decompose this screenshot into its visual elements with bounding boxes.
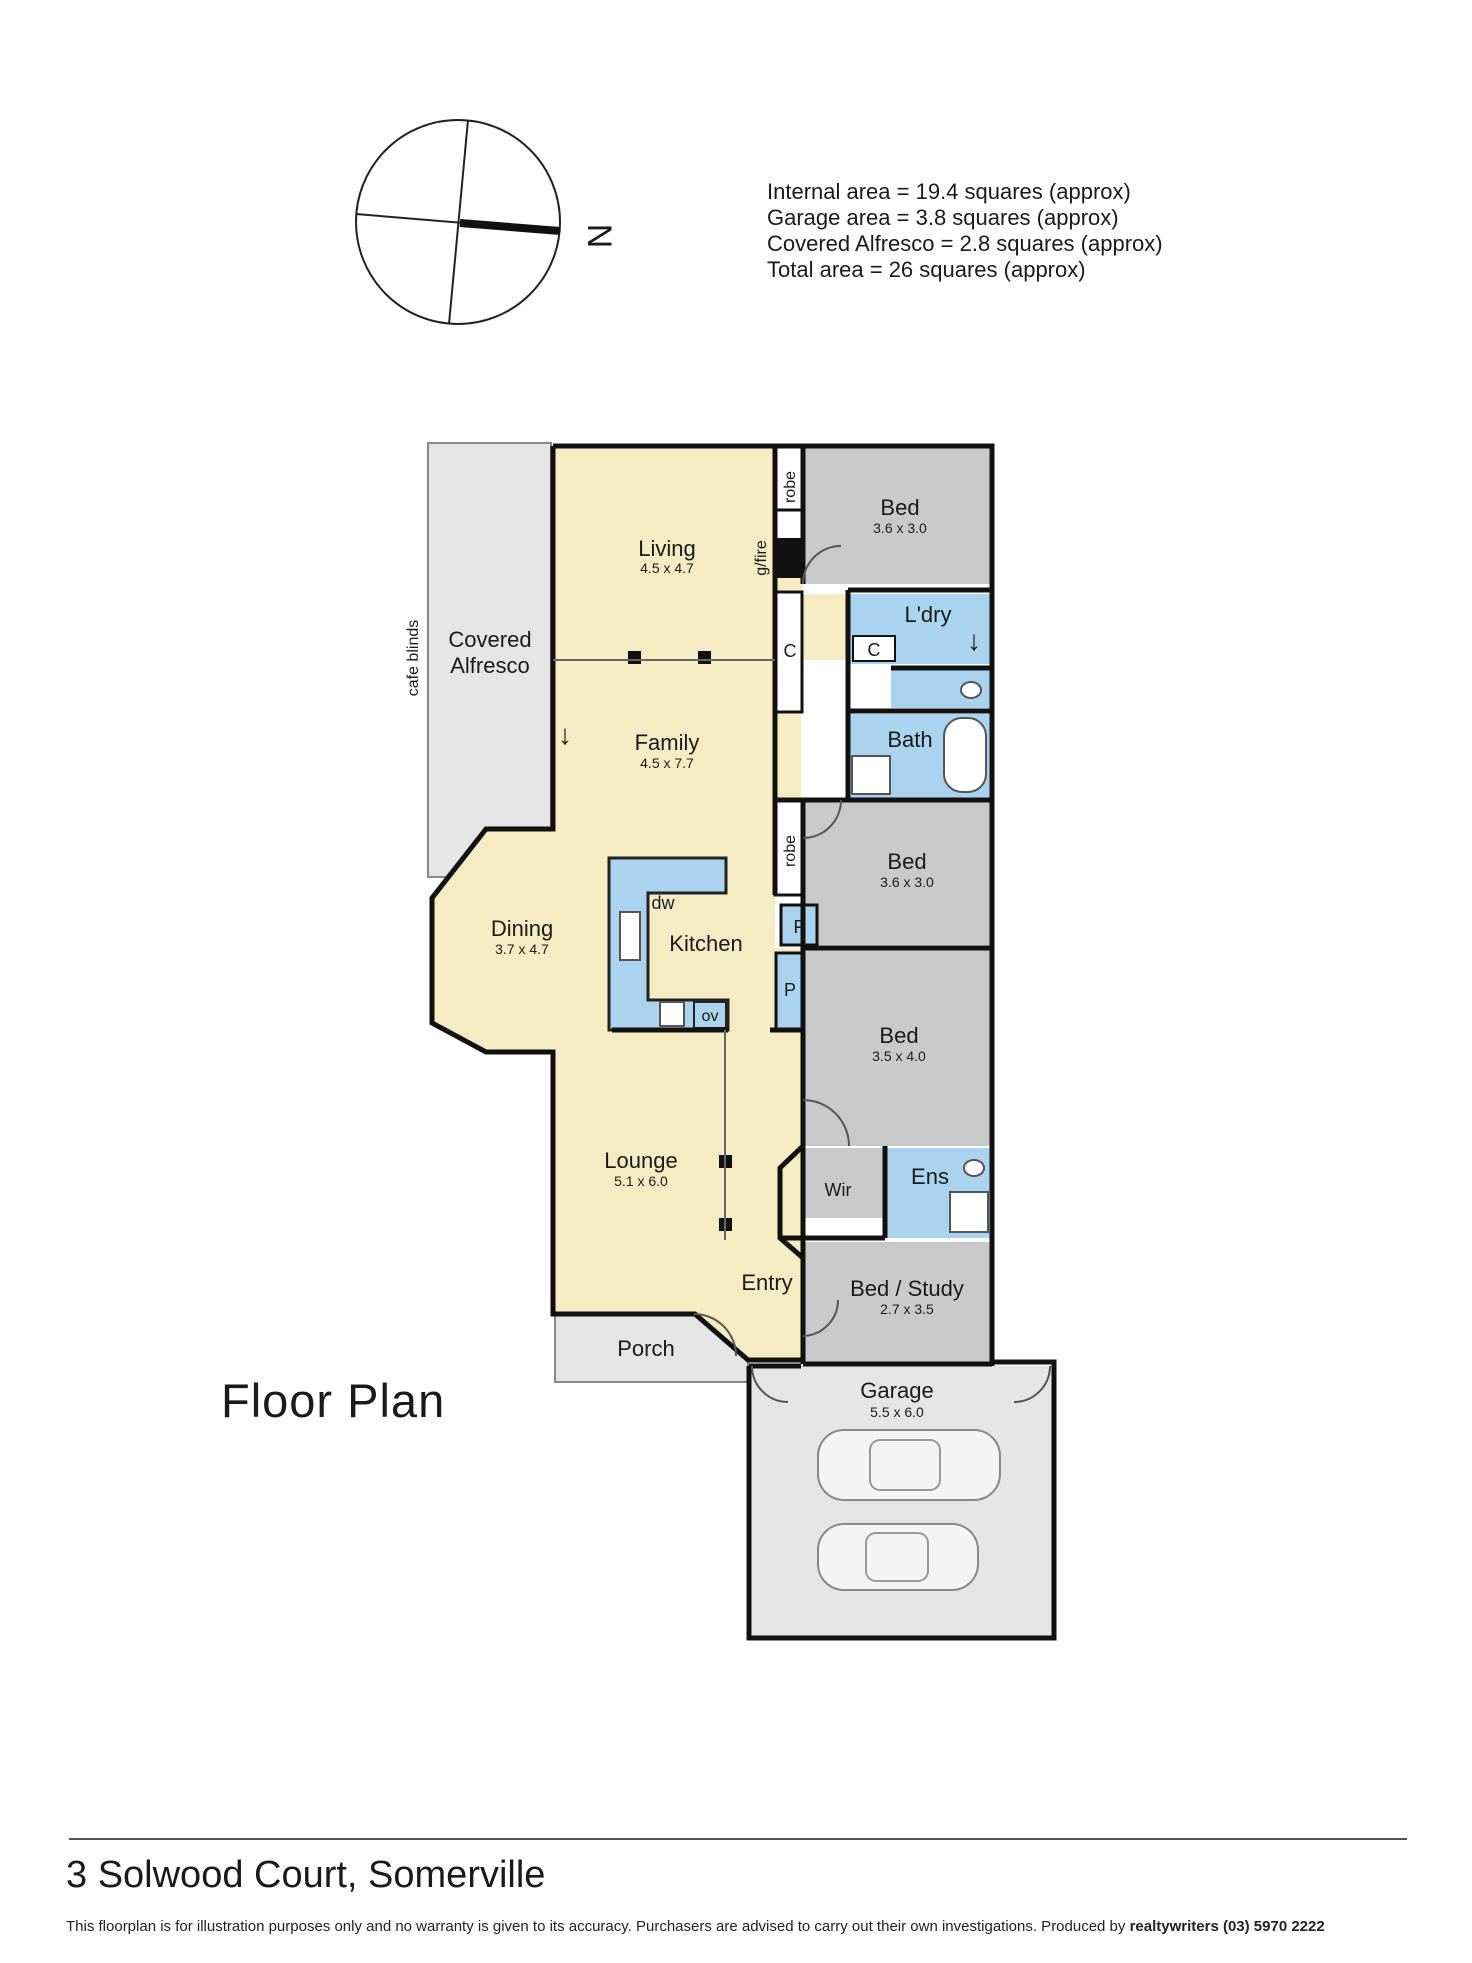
fridge-space	[779, 903, 819, 947]
post-2	[698, 651, 711, 664]
lounge-size: 5.1 x 6.0	[614, 1173, 668, 1189]
bed-study-label: Bed / Study	[850, 1276, 964, 1301]
area-total: Total area = 26 squares (approx)	[767, 257, 1086, 282]
laundry-label: L'dry	[905, 602, 952, 627]
cupboard-laundry	[852, 635, 896, 662]
area-garage: Garage area = 3.8 squares (approx)	[767, 205, 1119, 230]
alfresco-label-2: Alfresco	[450, 653, 529, 678]
bed1-size: 3.6 x 3.0	[873, 520, 927, 536]
lounge-label: Lounge	[604, 1148, 677, 1173]
property-address: 3 Solwood Court, Somerville	[66, 1854, 546, 1896]
bed1-label: Bed	[880, 495, 919, 520]
producer-phone: (03) 5970 2222	[1218, 1918, 1325, 1935]
bed-study-size: 2.7 x 3.5	[880, 1301, 934, 1317]
door-swings	[693, 545, 1051, 1403]
disclaimer: This floorplan is for illustration purpo…	[66, 1918, 1325, 1935]
alfresco-arrow-icon: ↓	[558, 719, 572, 750]
garage-label: Garage	[860, 1378, 933, 1403]
garage-room	[749, 1366, 1054, 1638]
bed3-size: 3.5 x 4.0	[872, 1048, 926, 1064]
ensuite-label: Ens	[911, 1164, 949, 1189]
oven-label: ov	[702, 1008, 719, 1025]
gas-fire-label: g/fire	[753, 540, 770, 576]
bed1-room	[803, 446, 992, 584]
producer-brand: realtywriters	[1129, 1918, 1219, 1935]
wir-label: Wir	[825, 1180, 852, 1200]
area-alfresco: Covered Alfresco = 2.8 squares (approx)	[767, 231, 1163, 256]
hall-cupboard	[774, 590, 804, 714]
laundry-arrow-icon: ↓	[967, 625, 981, 656]
bed3-label: Bed	[879, 1023, 918, 1048]
living-label: Living	[638, 536, 695, 561]
robe-top-label: robe	[782, 471, 799, 503]
robe-mid-label: robe	[782, 835, 799, 867]
entry-label: Entry	[741, 1270, 792, 1295]
dining-size: 3.7 x 4.7	[495, 941, 549, 957]
car-top-icon	[817, 1429, 1001, 1501]
bath-label: Bath	[887, 727, 932, 752]
area-internal: Internal area = 19.4 squares (approx)	[767, 179, 1131, 204]
north-label: N	[580, 224, 618, 249]
dishwasher-label: dw	[651, 893, 675, 913]
fridge-label: F	[794, 917, 805, 937]
kitchen-label: Kitchen	[669, 931, 742, 956]
car-bottom-icon	[817, 1523, 979, 1591]
alfresco-label-1: Covered	[448, 627, 531, 652]
pantry-label: P	[784, 980, 796, 1000]
cooktop	[659, 1001, 685, 1027]
bed2-room	[803, 802, 992, 945]
covered-alfresco-area	[427, 442, 552, 878]
compass: N	[355, 119, 618, 325]
post-1	[628, 651, 641, 664]
bed2-size: 3.6 x 3.0	[880, 874, 934, 890]
robe-mid	[773, 798, 805, 897]
family-label: Family	[635, 730, 700, 755]
robe-top	[773, 444, 805, 512]
bed-study-room	[803, 1242, 992, 1364]
floor-plan-title: Floor Plan	[221, 1374, 446, 1427]
divider	[69, 1838, 1407, 1840]
disclaimer-text: This floorplan is for illustration purpo…	[66, 1918, 1130, 1935]
hall-cupboard-label: C	[784, 641, 797, 661]
laundry-cupboard-label: C	[868, 640, 881, 660]
kitchen-sink	[619, 911, 641, 961]
family-size: 4.5 x 7.7	[640, 755, 694, 771]
cafe-blinds-label: cafe blinds	[405, 620, 422, 697]
bed2-label: Bed	[887, 849, 926, 874]
wir-room	[803, 1148, 883, 1218]
dining-label: Dining	[491, 916, 553, 941]
bath-fixtures	[851, 681, 989, 1233]
garage-size: 5.5 x 6.0	[870, 1404, 924, 1420]
living-size: 4.5 x 4.7	[640, 560, 694, 576]
porch-label: Porch	[617, 1336, 674, 1361]
fireplace	[776, 538, 804, 578]
walls	[429, 443, 1057, 1641]
